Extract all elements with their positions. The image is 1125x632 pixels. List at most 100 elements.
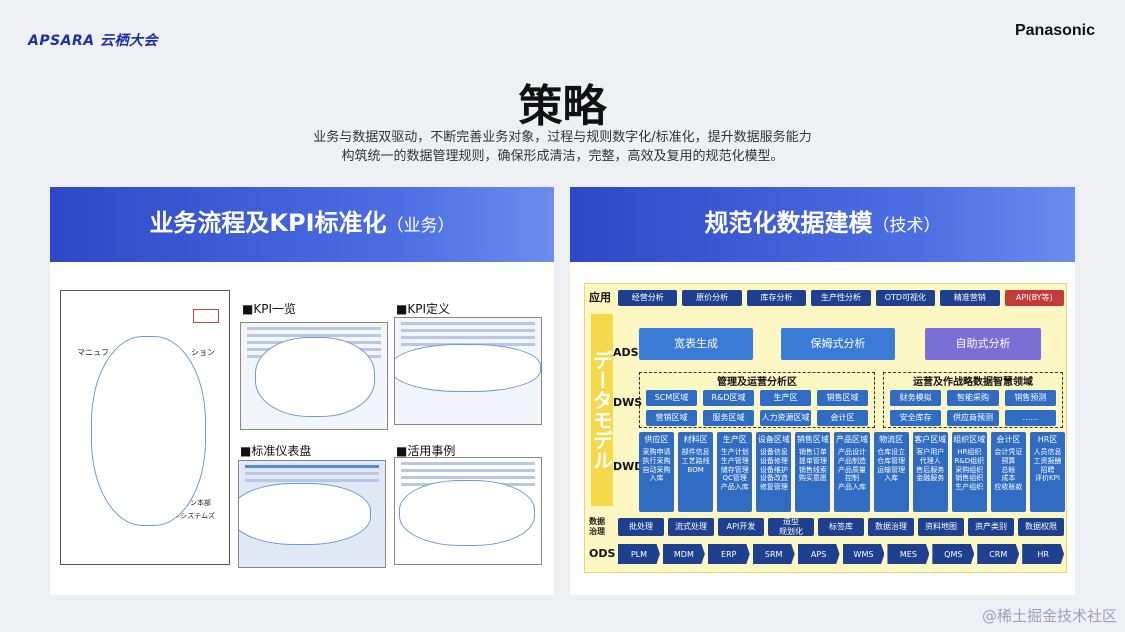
dwd-row: 供应区采购申请 执行采购 自动采购 入库材料区部件信息 工艺路线 BOM 生产区生… <box>639 432 1066 512</box>
doc-text: ーション本部 <box>169 499 211 507</box>
dwd-domain-body: 客户用户 代理人 售后服务 金融服务 <box>916 448 945 483</box>
dws-item: 智能采购 <box>947 390 999 406</box>
dwd-domain-title: 组织区域 <box>953 435 986 444</box>
dws-item: …… <box>1004 410 1056 426</box>
dws-item: 安全库存 <box>890 410 942 426</box>
dwd-domain-title: HR区 <box>1037 435 1058 444</box>
gov-item: 造型 规划化 <box>768 517 814 536</box>
gov-item: API开发 <box>718 518 764 536</box>
ods-item: MES <box>887 544 930 564</box>
row-label-ods: ODS <box>589 547 616 560</box>
dws-item: 销售预测 <box>1004 390 1056 406</box>
ods-item: ERP <box>707 544 750 564</box>
dwd-domain-title: 产品区域 <box>836 435 869 444</box>
dwd-domain-column: 供应区采购申请 执行采购 自动采购 入库 <box>639 432 675 512</box>
dws-group-strategy: 运营及作战略数据智慧领域 财务模拟智能采购销售预测安全库存供应商预测…… <box>883 372 1063 428</box>
dwd-domain-title: 销售区域 <box>796 435 829 444</box>
dwd-domain-column: HR区人员信息 工资报酬 招聘 评价KPI <box>1029 432 1066 512</box>
dwd-domain-body: 会计凭证 预算 总帐 成本 应收账款 <box>994 448 1023 491</box>
kpi-list-thumbnail <box>240 322 388 430</box>
dwd-domain-title: 生产区 <box>722 435 747 444</box>
redaction-cloud <box>395 344 541 392</box>
row-label-dwd: DWD <box>613 460 644 473</box>
dwd-domain-body: 生产计划 生产管理 储存管理 QC管理 产品入库 <box>720 448 749 491</box>
ods-item: QMS <box>932 544 975 564</box>
ods-item: MDM <box>662 544 705 564</box>
gov-item: 流式处理 <box>668 518 714 536</box>
dwd-domain-body: 销售订单 提单管理 销售线索 购买意愿 <box>798 448 827 483</box>
thumb-label-dashboard: ■标准仪表盘 <box>240 444 312 458</box>
dwd-domain-body: HR组织 R&D组织 采购组织 销售组织 生产组织 <box>954 448 985 491</box>
ods-item: HR <box>1022 544 1065 564</box>
thumb-label-kpi-def: ■KPI定义 <box>396 302 450 316</box>
subtitle-line-1: 业务与数据双驱动，不断完善业务对象，过程与规则数字化/标准化，提升数据服务能力 <box>313 130 812 145</box>
dws-item: 供应商预测 <box>947 410 999 426</box>
dwd-domain-title: 供应区 <box>644 435 669 444</box>
watermark: @稀土掘金技术社区 <box>981 607 1117 625</box>
gov-item: 资料地图 <box>918 518 964 536</box>
ads-item: 保姆式分析 <box>781 328 895 360</box>
dashboard-thumbnail <box>238 460 386 568</box>
dws-item: 销售区域 <box>817 390 868 406</box>
ads-item: 宽表生成 <box>639 328 753 360</box>
gov-item: 批处理 <box>618 518 664 536</box>
left-panel: 业务流程及KPI标准化（业务） マニュフ ション ーション本部 ーションシステム… <box>50 187 554 595</box>
left-panel-title: 业务流程及KPI标准化 <box>149 209 387 237</box>
dwd-domain-column: 客户区域客户用户 代理人 售后服务 金融服务 <box>912 432 948 512</box>
dws-item: 营销区域 <box>646 410 697 426</box>
ods-item: CRM <box>977 544 1020 564</box>
right-panel-header: 规范化数据建模（技术） <box>570 187 1075 262</box>
gov-item: 资产类别 <box>968 518 1014 536</box>
doc-text: ション <box>191 348 215 357</box>
app-item: 精准营销 <box>940 290 1000 306</box>
apsara-logo: APSARA 云栖大会 <box>28 33 159 49</box>
cases-thumbnail <box>394 457 542 565</box>
row-label-gov: 数据 治理 <box>589 517 605 536</box>
manual-document: マニュフ ション ーション本部 ーションシステムズ <box>60 290 230 565</box>
dws-item: 服务区域 <box>703 410 754 426</box>
dwd-domain-title: 材料区 <box>683 435 708 444</box>
ods-item: SRM <box>752 544 795 564</box>
ads-item: 自助式分析 <box>925 328 1041 360</box>
dwd-domain-body: 产品设计 产品制造 产品质量 控制 产品入库 <box>838 448 867 491</box>
left-panel-header: 业务流程及KPI标准化（业务） <box>50 187 554 262</box>
dwd-domain-title: 会计区 <box>996 435 1021 444</box>
data-model-vertical-label: データモデル <box>590 314 614 506</box>
dwd-domain-column: 组织区域 HR组织 R&D组织 采购组织 销售组织 生产组织 <box>951 432 987 512</box>
app-item: API(BY等) <box>1004 290 1064 306</box>
app-item: 经营分析 <box>618 290 678 306</box>
row-label-dws: DWS <box>613 396 643 409</box>
left-panel-tag: （业务） <box>386 216 455 236</box>
subtitle-line-2: 构筑统一的数据管理规则，确保形成清洁，完整，高效及复用的规范化模型。 <box>341 149 784 164</box>
dws-item: R&D区域 <box>703 390 754 406</box>
dwd-domain-title: 设备区域 <box>757 435 790 444</box>
dwd-domain-column: 设备区域设备信息 设备修理 设备维护 设备改造 修复管理 <box>756 432 792 512</box>
thumb-label-cases: ■活用事例 <box>396 444 456 458</box>
dws-group-title: 管理及运营分析区 <box>717 377 797 388</box>
dwd-domain-column: 物流区仓库设立 仓库管理 运输管理 入库 <box>873 432 909 512</box>
ods-item: PLM <box>618 544 660 564</box>
dwd-domain-body: 人员信息 工资报酬 招聘 评价KPI <box>1033 448 1062 483</box>
kpi-def-thumbnail <box>394 317 542 425</box>
redaction-cloud <box>91 336 206 526</box>
dwd-domain-column: 材料区部件信息 工艺路线 BOM <box>678 432 714 512</box>
redaction-cloud <box>239 483 371 545</box>
app-item: 生产性分析 <box>811 290 871 306</box>
dwd-domain-body: 采购申请 执行采购 自动采购 入库 <box>642 448 671 483</box>
dwd-domain-title: 客户区域 <box>914 435 947 444</box>
thumb-label-kpi-list: ■KPI一览 <box>242 302 296 316</box>
right-panel-tag: （技术） <box>872 216 941 236</box>
gov-item: 数据治理 <box>868 518 914 536</box>
app-item: 库存分析 <box>746 290 807 306</box>
dws-item: 生产区 <box>760 390 811 406</box>
page-title: 策略 <box>518 81 607 132</box>
dwd-domain-column: 会计区会计凭证 预算 总帐 成本 应收账款 <box>990 432 1026 512</box>
row-label-ads: ADS <box>613 346 639 359</box>
ods-item: WMS <box>842 544 885 564</box>
app-item: OTD可视化 <box>875 290 936 306</box>
doc-text: ーションシステムズ <box>152 512 215 520</box>
